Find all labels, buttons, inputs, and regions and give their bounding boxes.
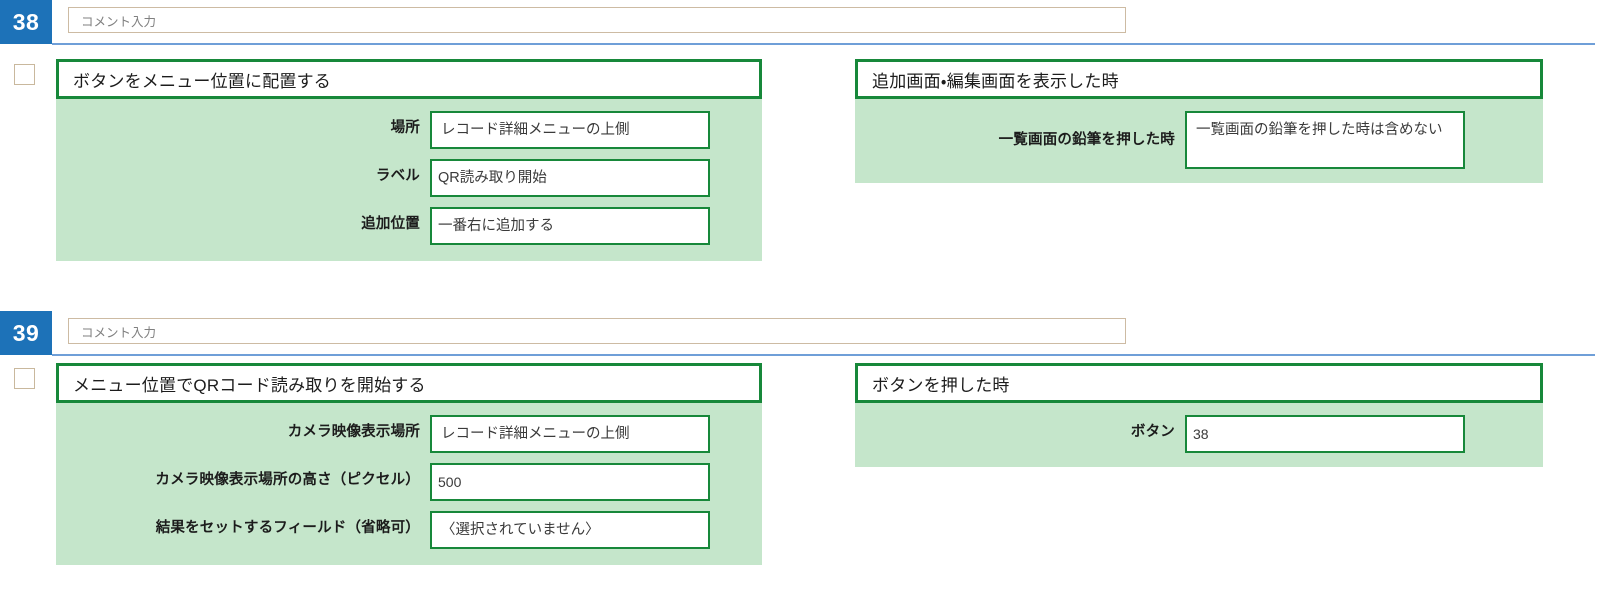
- comment-bar: 38 コメント入力: [0, 0, 1600, 45]
- field-row: カメラ映像表示場所 レコード詳細メニューの上側: [56, 415, 762, 453]
- row-select-checkbox[interactable]: [14, 368, 35, 389]
- field-value[interactable]: レコード詳細メニューの上側: [430, 415, 710, 453]
- field-value[interactable]: 500: [430, 463, 710, 501]
- field-value[interactable]: 一覧画面の鉛筆を押した時は含めない: [1185, 111, 1465, 169]
- row-number-badge: 38: [0, 0, 52, 44]
- card-title: ボタンを押した時: [855, 363, 1543, 403]
- field-value[interactable]: QR読み取り開始: [430, 159, 710, 197]
- field-label: 追加位置: [361, 216, 420, 232]
- comment-placeholder: コメント入力: [81, 325, 157, 340]
- comment-input[interactable]: コメント入力: [68, 318, 1126, 344]
- comment-input[interactable]: コメント入力: [68, 7, 1126, 33]
- field-label: カメラ映像表示場所: [287, 424, 420, 440]
- card-trigger-right: 追加画面・編集画面を表示した時 一覧画面の鉛筆を押した時 一覧画面の鉛筆を押した…: [855, 59, 1543, 183]
- card-body: 一覧画面の鉛筆を押した時 一覧画面の鉛筆を押した時は含めない: [855, 99, 1543, 183]
- card-trigger-right: ボタンを押した時 ボタン 38: [855, 363, 1543, 467]
- field-value[interactable]: レコード詳細メニューの上側: [430, 111, 710, 149]
- field-row: 場所 レコード詳細メニューの上側: [56, 111, 762, 149]
- row-block-39: 39 コメント入力: [0, 311, 1600, 356]
- card-title: メニュー位置でQRコード読み取りを開始する: [56, 363, 762, 403]
- field-row: 結果をセットするフィールド（省略可） 〈選択されていません〉: [56, 511, 762, 549]
- field-value[interactable]: 一番右に追加する: [430, 207, 710, 245]
- card-title: ボタンをメニュー位置に配置する: [56, 59, 762, 99]
- field-row: 一覧画面の鉛筆を押した時 一覧画面の鉛筆を押した時は含めない: [855, 111, 1543, 169]
- field-label: カメラ映像表示場所の高さ（ピクセル）: [155, 472, 420, 488]
- comment-bar: 39 コメント入力: [0, 311, 1600, 356]
- card-title: 追加画面・編集画面を表示した時: [855, 59, 1543, 99]
- field-label: 一覧画面の鉛筆を押した時: [998, 132, 1175, 148]
- field-label: 結果をセットするフィールド（省略可）: [155, 520, 420, 536]
- field-value[interactable]: 〈選択されていません〉: [430, 511, 710, 549]
- field-label: ラベル: [375, 168, 420, 184]
- row-block-38: 38 コメント入力: [0, 0, 1600, 45]
- comment-placeholder: コメント入力: [81, 14, 157, 29]
- card-body: ボタン 38: [855, 403, 1543, 467]
- field-label: ボタン: [1130, 424, 1175, 440]
- row-divider: [52, 43, 1595, 45]
- field-row: 追加位置 一番右に追加する: [56, 207, 762, 245]
- field-row: ラベル QR読み取り開始: [56, 159, 762, 197]
- card-action-left: ボタンをメニュー位置に配置する 場所 レコード詳細メニューの上側 ラベル QR読…: [56, 59, 762, 261]
- card-body: 場所 レコード詳細メニューの上側 ラベル QR読み取り開始 追加位置 一番右に追…: [56, 99, 762, 261]
- field-row: ボタン 38: [855, 415, 1543, 453]
- row-number-badge: 39: [0, 311, 52, 355]
- card-action-left: メニュー位置でQRコード読み取りを開始する カメラ映像表示場所 レコード詳細メニ…: [56, 363, 762, 565]
- field-label: 場所: [390, 120, 420, 136]
- row-divider: [52, 354, 1595, 356]
- field-value[interactable]: 38: [1185, 415, 1465, 453]
- card-body: カメラ映像表示場所 レコード詳細メニューの上側 カメラ映像表示場所の高さ（ピクセ…: [56, 403, 762, 565]
- field-row: カメラ映像表示場所の高さ（ピクセル） 500: [56, 463, 762, 501]
- row-select-checkbox[interactable]: [14, 64, 35, 85]
